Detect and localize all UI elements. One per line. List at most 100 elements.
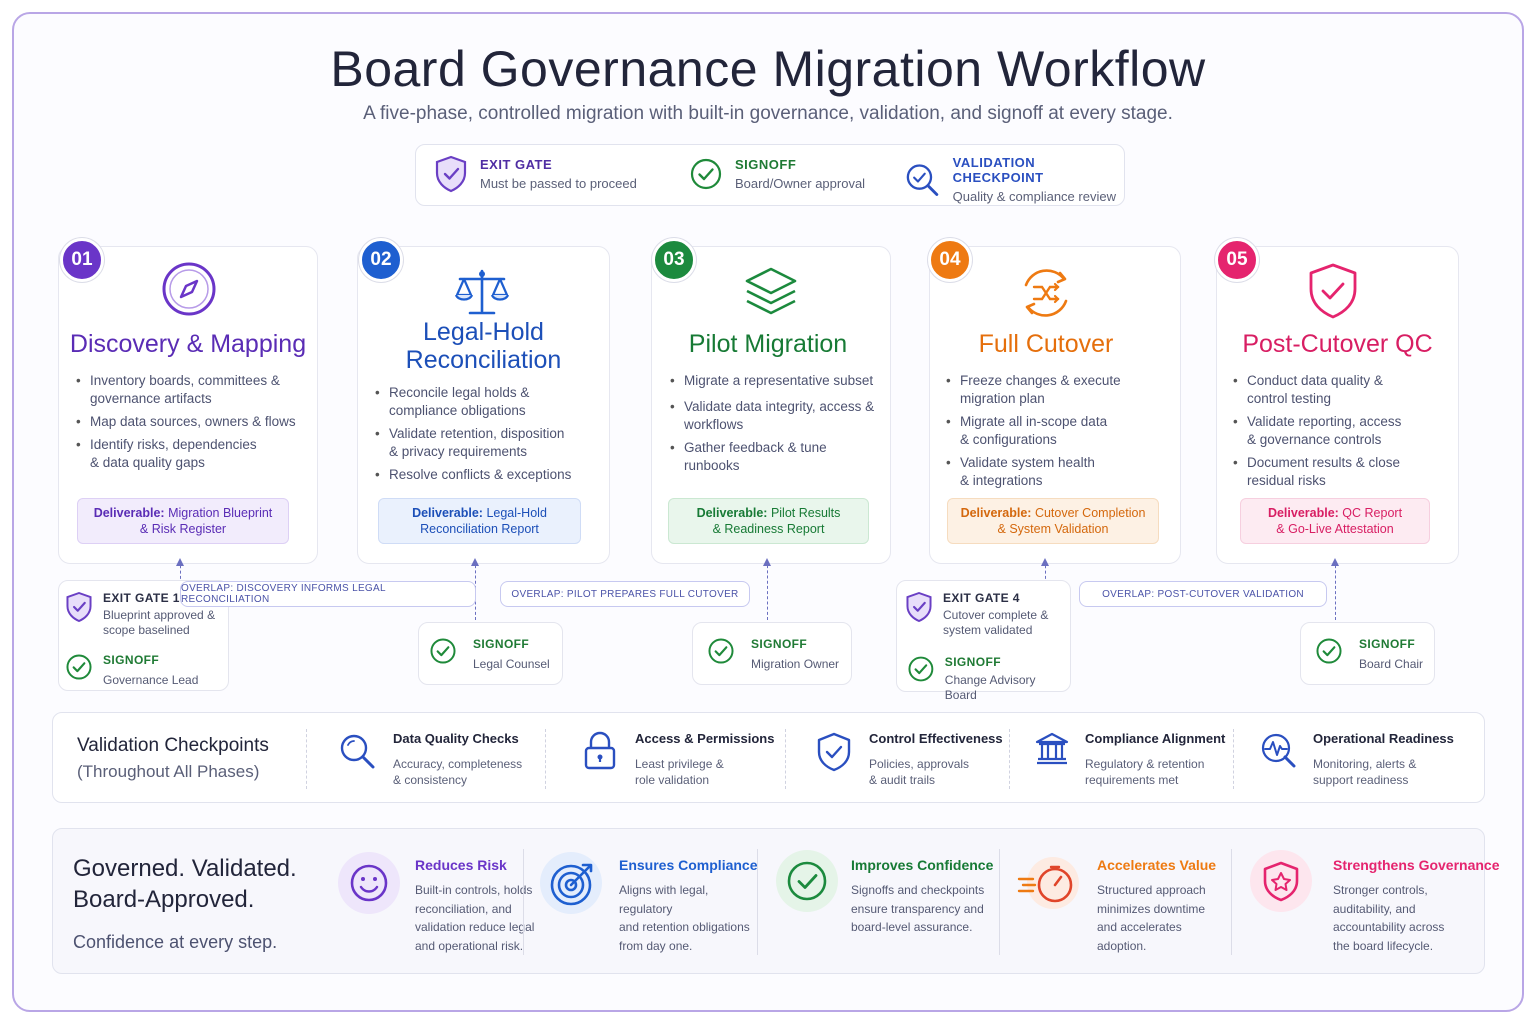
- bullet: Identify risks, dependencies & data quali…: [76, 436, 306, 472]
- benefits-heading: Governed. Validated. Board-Approved. Con…: [73, 853, 297, 958]
- bullet-line: Freeze changes & execute: [960, 373, 1121, 388]
- bullet: Validate reporting, access& governance c…: [1233, 413, 1453, 449]
- bullet-line: Identify risks, dependencies: [90, 437, 257, 452]
- exit-gate-sub: Blueprint approved &scope baselined: [103, 608, 215, 638]
- divider: [523, 849, 524, 955]
- validation-item-control: Control Effectiveness Policies, approval…: [815, 731, 1003, 788]
- deliverable-line: Pilot Results: [770, 506, 841, 520]
- phase-title-line: Discovery & Mapping: [69, 330, 307, 358]
- magnifier-check-icon: [906, 163, 939, 196]
- phase-number-5: 05: [1215, 238, 1259, 282]
- divider: [757, 849, 758, 955]
- validation-item-sub-line: Accuracy, completeness: [393, 757, 523, 771]
- bullet: Map data sources, owners & flows: [76, 413, 306, 431]
- deliverable-line: & Go-Live Attestation: [1276, 522, 1394, 536]
- check-circle-icon: [430, 638, 456, 664]
- signoff-title: SIGNOFF: [473, 637, 530, 651]
- connector-line: [767, 560, 768, 620]
- page-title: Board Governance Migration Workflow: [330, 41, 1206, 97]
- legend-signoff-sub: Board/Owner approval: [735, 176, 866, 191]
- validation-panel: Validation Checkpoints (Throughout All P…: [52, 712, 1485, 803]
- divider: [1009, 729, 1010, 789]
- divider: [306, 729, 307, 789]
- legend-exit-gate-title: EXIT GATE: [480, 157, 553, 172]
- divider: [999, 849, 1000, 955]
- validation-item-sub-line: requirements met: [1085, 773, 1179, 787]
- validation-item-sub: Least privilege &role validation: [635, 756, 774, 788]
- phase-title-line: Legal-Hold: [423, 318, 544, 346]
- phase-title-1: Discovery & Mapping: [58, 330, 318, 358]
- validation-item-sub-line: & consistency: [393, 773, 468, 787]
- benefit-sub-line: reconciliation, and: [415, 901, 512, 916]
- benefit-sub-line: Aligns with legal, regulatory: [619, 883, 709, 916]
- benefits-title-line: Board-Approved.: [73, 886, 255, 913]
- exit-gate-row: EXIT GATE 4 Cutover complete &system val…: [905, 591, 1048, 638]
- signoff-title: SIGNOFF: [1359, 637, 1416, 651]
- benefit-title: Accelerates Value: [1097, 857, 1217, 873]
- bullet-line: Migrate all in-scope data: [960, 414, 1108, 429]
- validation-item-sub-line: Monitoring, alerts &: [1313, 757, 1417, 771]
- validation-item-title: Access & Permissions: [635, 731, 775, 746]
- check-circle-icon: [708, 638, 734, 664]
- validation-title: Validation Checkpoints: [77, 735, 269, 756]
- deliverable-line: Cutover Completion: [1034, 506, 1146, 520]
- bullet-line: & data quality gaps: [90, 455, 205, 470]
- signoff-sub: Board Chair: [1359, 657, 1424, 671]
- shield-check-icon: [817, 732, 851, 772]
- phase-title-2: Legal-Hold Reconciliation: [357, 318, 610, 374]
- divider: [1233, 729, 1234, 789]
- exit-gate-sub-line: scope baselined: [103, 623, 190, 637]
- deliverable-line: Reconciliation Report: [420, 522, 539, 536]
- speed-clock-icon: [1017, 857, 1079, 909]
- signoff-sub: Governance Lead: [103, 673, 199, 687]
- phase-number-4: 04: [928, 238, 972, 282]
- validation-item-sub: Monitoring, alerts &support readiness: [1313, 756, 1454, 788]
- benefit-title: Strengthens Governance: [1333, 857, 1500, 873]
- bullet: Validate system health& integrations: [946, 454, 1176, 490]
- institution-icon: [1035, 732, 1069, 765]
- deliverable-1: Deliverable: Migration Blueprint& Risk R…: [77, 498, 289, 544]
- shield-check-icon: [1309, 263, 1357, 319]
- phase-bullets-5: Conduct data quality &control testing Va…: [1233, 372, 1453, 495]
- check-circle-icon: [908, 656, 934, 682]
- phase-title-4: Full Cutover: [920, 330, 1172, 358]
- benefit-sub-line: Built-in controls, holds: [415, 883, 533, 897]
- signoff-row: SIGNOFF Migration Owner: [707, 637, 839, 672]
- validation-item-sub-line: Policies, approvals: [869, 757, 970, 771]
- deliverable-line: & Risk Register: [139, 522, 227, 536]
- check-circle-icon: [66, 654, 92, 680]
- deliverable-label: Deliverable:: [412, 506, 483, 520]
- bullet-line: & configurations: [960, 432, 1057, 447]
- phase-number-3: 03: [652, 238, 696, 282]
- validation-item-access: Access & Permissions Least privilege &ro…: [581, 731, 774, 788]
- validation-item-sub: Policies, approvals& audit trails: [869, 756, 1003, 788]
- signoff-row: SIGNOFF Board Chair: [1315, 637, 1423, 672]
- exit-gate-title: EXIT GATE 4: [943, 591, 1020, 605]
- check-circle-icon: [776, 850, 838, 912]
- signoff-box-2: SIGNOFF Legal Counsel: [418, 622, 563, 685]
- benefit-sub: Built-in controls, holds reconciliation,…: [415, 881, 535, 955]
- signoff-sub: Change Advisory Board: [944, 673, 1036, 702]
- bullet-line: workflows: [684, 417, 744, 432]
- deliverable-3: Deliverable: Pilot Results& Readiness Re…: [668, 498, 869, 544]
- benefit-sub-line: validation reduce legal: [415, 920, 535, 934]
- deliverable-label: Deliverable:: [960, 506, 1032, 520]
- bullet-line: & integrations: [960, 473, 1043, 488]
- phase-title-line: Reconciliation: [405, 346, 562, 374]
- deliverable-line: & Readiness Report: [712, 522, 825, 536]
- legend-exit-gate-sub: Must be passed to proceed: [480, 176, 637, 191]
- exit-gate-row: EXIT GATE 1 Blueprint approved &scope ba…: [65, 591, 215, 638]
- deliverable-line: & System Validation: [997, 522, 1109, 536]
- validation-item-title: Data Quality Checks: [393, 731, 519, 746]
- bullet-line: & governance controls: [1247, 432, 1382, 447]
- bullet: Migrate a representative subset: [670, 372, 885, 390]
- signoff-title: SIGNOFF: [103, 653, 160, 667]
- benefits-subtitle: Confidence at every step.: [73, 932, 278, 952]
- benefit-sub-line: accountability across: [1333, 920, 1445, 934]
- compass-icon: [162, 262, 216, 316]
- benefit-sub: Aligns with legal, regulatory and retent…: [619, 881, 759, 955]
- padlock-icon: [584, 731, 616, 770]
- badge-shield-icon: [1250, 850, 1312, 912]
- benefit-sub-line: Signoffs and checkpoints: [851, 883, 985, 897]
- phase-number-2: 02: [359, 238, 403, 282]
